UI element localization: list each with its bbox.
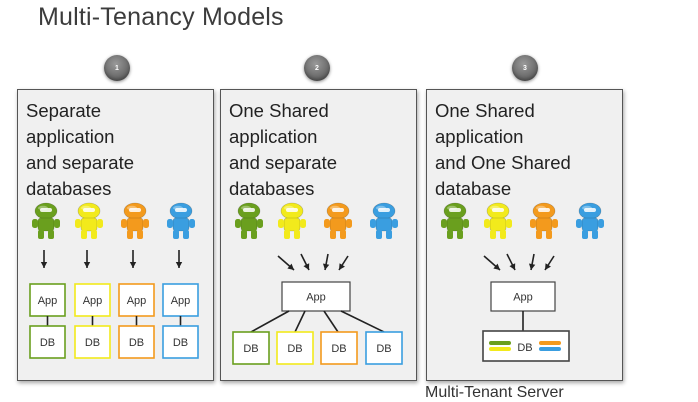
arrow-down-icon bbox=[83, 250, 91, 268]
arrow-down-icon bbox=[277, 255, 295, 271]
db-box-orange-label: DB bbox=[129, 337, 144, 349]
tenant-blue-data-bar bbox=[539, 347, 561, 351]
db-box-green: DB bbox=[29, 325, 66, 359]
shared-app-box: App bbox=[281, 281, 351, 312]
tenant-orange-icon bbox=[121, 202, 149, 239]
model-2-description: One Shared application and separate data… bbox=[229, 100, 338, 199]
shared-db-box: DB bbox=[482, 330, 570, 362]
tenant-yellow-icon bbox=[75, 202, 103, 239]
model-number-badge-1: 1 bbox=[104, 55, 130, 81]
db-box-yellow: DB bbox=[74, 325, 111, 359]
tenant-green-icon bbox=[235, 202, 263, 239]
model-3-description: One Shared application and One Shared da… bbox=[435, 100, 571, 199]
tenant-green-icon bbox=[441, 202, 469, 239]
db-box-yellow-label: DB bbox=[287, 343, 302, 355]
db-box-green-label: DB bbox=[40, 337, 55, 349]
model-panel-separate-app-separate-db: Separate application and separate databa… bbox=[17, 89, 214, 381]
arrow-down-icon bbox=[483, 255, 501, 271]
arrow-down-icon bbox=[129, 250, 137, 268]
app-box-blue: App bbox=[162, 283, 199, 317]
arrow-down-icon bbox=[40, 250, 48, 268]
model-1-description: Separate application and separate databa… bbox=[26, 100, 135, 199]
tenant-blue-icon bbox=[167, 202, 195, 239]
app-box-green-label: App bbox=[38, 295, 58, 307]
arrow-down-icon bbox=[338, 255, 349, 271]
app-box-yellow-label: App bbox=[83, 295, 103, 307]
model-number-badge-3: 3 bbox=[512, 55, 538, 81]
app-box-yellow: App bbox=[74, 283, 111, 317]
app-box-orange-label: App bbox=[127, 295, 147, 307]
app-db-connector bbox=[294, 310, 306, 333]
tenant-yellow-icon bbox=[484, 202, 512, 239]
arrow-down-icon bbox=[506, 253, 516, 271]
db-box-orange: DB bbox=[320, 331, 358, 365]
db-box-green-label: DB bbox=[243, 343, 258, 355]
model-panel-shared-app-shared-db: One Shared application and One Shared da… bbox=[426, 89, 623, 381]
tenant-orange-data-bar bbox=[539, 341, 561, 345]
db-box-orange: DB bbox=[118, 325, 155, 359]
app-db-connector bbox=[250, 310, 290, 333]
arrow-down-icon bbox=[300, 253, 310, 271]
app-box-green: App bbox=[29, 283, 66, 317]
shared-app-box-label: App bbox=[306, 292, 326, 304]
tenant-yellow-icon bbox=[278, 202, 306, 239]
tenant-orange-icon bbox=[324, 202, 352, 239]
tenant-yellow-data-bar bbox=[489, 347, 511, 351]
tenant-blue-icon bbox=[370, 202, 398, 239]
tenant-green-data-bar bbox=[489, 341, 511, 345]
db-box-orange-label: DB bbox=[331, 343, 346, 355]
shared-app-box-label: App bbox=[513, 292, 533, 304]
arrow-down-icon bbox=[322, 253, 330, 271]
app-db-connector bbox=[323, 310, 339, 333]
shared-app-box: App bbox=[490, 281, 556, 312]
arrow-down-icon bbox=[528, 253, 536, 271]
tenant-blue-icon bbox=[576, 202, 604, 239]
page-title: Multi-Tenancy Models bbox=[38, 3, 284, 31]
db-box-blue-label: DB bbox=[173, 337, 188, 349]
arrow-down-icon bbox=[544, 255, 555, 271]
shared-db-box-label: DB bbox=[517, 342, 532, 354]
app-db-connector bbox=[340, 310, 385, 333]
model-panel-shared-app-separate-db: One Shared application and separate data… bbox=[220, 89, 417, 381]
app-box-blue-label: App bbox=[171, 295, 191, 307]
db-box-green: DB bbox=[232, 331, 270, 365]
tenant-green-icon bbox=[32, 202, 60, 239]
db-box-yellow-label: DB bbox=[85, 337, 100, 349]
tenant-orange-icon bbox=[530, 202, 558, 239]
db-box-yellow: DB bbox=[276, 331, 314, 365]
arrow-down-icon bbox=[175, 250, 183, 268]
multi-tenant-server-caption: Multi-Tenant Server bbox=[425, 384, 564, 401]
app-box-orange: App bbox=[118, 283, 155, 317]
db-box-blue: DB bbox=[365, 331, 403, 365]
db-box-blue: DB bbox=[162, 325, 199, 359]
db-box-blue-label: DB bbox=[376, 343, 391, 355]
model-number-badge-2: 2 bbox=[304, 55, 330, 81]
